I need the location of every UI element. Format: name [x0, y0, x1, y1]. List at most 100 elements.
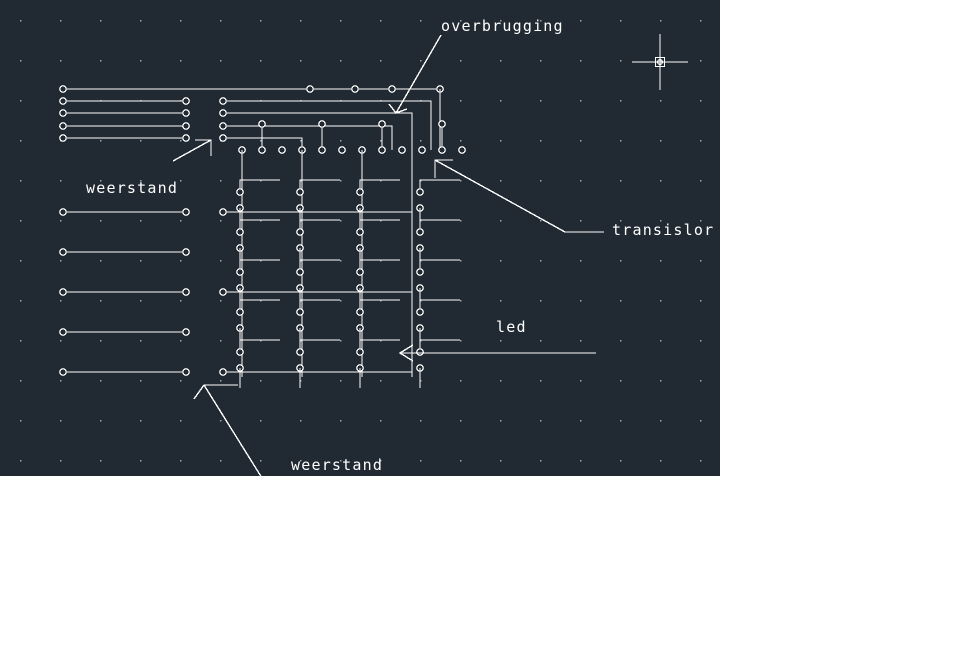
cell-terminal-a-3-2[interactable] — [416, 268, 424, 276]
col-terminal-10[interactable] — [438, 146, 446, 154]
grid-dots — [20, 20, 702, 462]
cell-stub-0-3 — [239, 299, 280, 312]
label-weerstand-top: weerstand — [86, 179, 178, 197]
col-terminal-4[interactable] — [318, 146, 326, 154]
label-weerstand-bottom: weerstand — [291, 456, 383, 474]
cell-terminal-a-2-3[interactable] — [356, 308, 364, 316]
crosshair-pickbox — [654, 56, 666, 68]
bus-row-3-terminal[interactable] — [219, 122, 227, 130]
bus-row-3 — [223, 125, 393, 150]
col-terminal-2[interactable] — [278, 146, 286, 154]
col-terminal-1[interactable] — [258, 146, 266, 154]
top-bus-node-3[interactable] — [388, 85, 396, 93]
cell-stub-3-0 — [419, 179, 460, 192]
top-bus-node-2[interactable] — [351, 85, 359, 93]
cell-terminal-a-0-3[interactable] — [236, 308, 244, 316]
cell-terminal-a-3-4[interactable] — [416, 348, 424, 356]
cell-terminal-a-0-1[interactable] — [236, 228, 244, 236]
res-l-7-terminal-right[interactable] — [182, 248, 190, 256]
cell-terminal-a-0-4[interactable] — [236, 348, 244, 356]
cell-terminal-a-1-4[interactable] — [296, 348, 304, 356]
cell-stub-3-1 — [419, 219, 460, 232]
res-l-5-terminal-left[interactable] — [59, 134, 67, 142]
res-l-5-terminal-right[interactable] — [182, 134, 190, 142]
cell-terminal-a-1-3[interactable] — [296, 308, 304, 316]
col-terminal-5[interactable] — [338, 146, 346, 154]
cell-terminal-a-2-0[interactable] — [356, 188, 364, 196]
bus-row-2-terminal[interactable] — [219, 109, 227, 117]
schematic-svg[interactable]: overbrugging weerstand transislor led weerst… — [0, 0, 720, 476]
res-l-9-terminal-left[interactable] — [59, 328, 67, 336]
cell-stub-0-4 — [239, 339, 280, 352]
leader-transistor — [434, 159, 604, 233]
cell-stub-0-2 — [239, 259, 280, 272]
cell-stub-2-4 — [359, 339, 400, 352]
col-lead-terminal-1[interactable] — [258, 120, 266, 128]
bus-row-4-terminal[interactable] — [219, 134, 227, 142]
cell-terminal-a-1-0[interactable] — [296, 188, 304, 196]
res-l-10-terminal-left[interactable] — [59, 368, 67, 376]
col-terminal-11[interactable] — [458, 146, 466, 154]
res-l-3-terminal-right[interactable] — [182, 109, 190, 117]
col-lead-terminal-7[interactable] — [378, 120, 386, 128]
cell-stub-1-3 — [299, 299, 340, 312]
label-overbrugging: overbrugging — [441, 17, 564, 35]
bus-row-1-terminal[interactable] — [219, 97, 227, 105]
leader-led-arrowhead — [398, 344, 414, 362]
cell-stub-2-1 — [359, 219, 400, 232]
res-l-4-terminal-left[interactable] — [59, 122, 67, 130]
label-led: led — [496, 318, 527, 336]
cell-terminal-a-2-1[interactable] — [356, 228, 364, 236]
cell-terminal-a-0-2[interactable] — [236, 268, 244, 276]
col-terminal-9[interactable] — [418, 146, 426, 154]
col-terminal-8[interactable] — [398, 146, 406, 154]
res-l-10-terminal-right[interactable] — [182, 368, 190, 376]
cell-stub-1-0 — [299, 179, 340, 192]
cell-terminal-a-3-0[interactable] — [416, 188, 424, 196]
col-lead-terminal-4[interactable] — [318, 120, 326, 128]
res-l-6-terminal-left[interactable] — [59, 208, 67, 216]
leader-transistor-arrowhead — [434, 159, 453, 178]
crosshair-cursor[interactable] — [632, 34, 688, 90]
cell-terminal-a-1-1[interactable] — [296, 228, 304, 236]
cell-terminal-a-0-0[interactable] — [236, 188, 244, 196]
top-bus-node-1[interactable] — [306, 85, 314, 93]
cell-stub-3-2 — [419, 259, 460, 272]
bus-row-2 — [223, 112, 413, 150]
row-bus-3-terminal[interactable] — [219, 368, 227, 376]
res-l-1-terminal-left[interactable] — [59, 85, 67, 93]
cell-terminal-a-3-3[interactable] — [416, 308, 424, 316]
cad-canvas[interactable]: overbrugging weerstand transislor led weerst… — [0, 0, 720, 476]
leader-weerstand-top-arrowhead — [195, 139, 212, 156]
cell-terminal-a-1-2[interactable] — [296, 268, 304, 276]
col-terminal-7[interactable] — [378, 146, 386, 154]
res-l-6-terminal-right[interactable] — [182, 208, 190, 216]
leader-overbrugging-arrowhead — [388, 103, 408, 114]
res-l-8-terminal-left[interactable] — [59, 288, 67, 296]
bus-row-4 — [223, 137, 303, 150]
bus-row-1 — [223, 100, 432, 150]
res-l-9-terminal-right[interactable] — [182, 328, 190, 336]
cell-terminal-a-2-4[interactable] — [356, 348, 364, 356]
label-transistor: transislor — [612, 221, 714, 239]
row-bus-2-terminal[interactable] — [219, 288, 227, 296]
res-l-7-terminal-left[interactable] — [59, 248, 67, 256]
res-l-2-terminal-left[interactable] — [59, 97, 67, 105]
cell-terminal-a-3-1[interactable] — [416, 228, 424, 236]
res-l-2-terminal-right[interactable] — [182, 97, 190, 105]
leader-weerstand-top — [172, 139, 212, 162]
cell-stub-1-4 — [299, 339, 340, 352]
cell-stub-2-0 — [359, 179, 400, 192]
cell-terminal-a-2-2[interactable] — [356, 268, 364, 276]
row-bus-1-terminal[interactable] — [219, 208, 227, 216]
res-l-3-terminal-left[interactable] — [59, 109, 67, 117]
cell-stub-3-4 — [419, 339, 460, 352]
cell-stub-1-1 — [299, 219, 340, 232]
res-l-4-terminal-right[interactable] — [182, 122, 190, 130]
cell-stub-1-2 — [299, 259, 340, 272]
leader-overbrugging — [395, 34, 442, 114]
cell-stub-0-0 — [239, 179, 280, 192]
res-l-8-terminal-right[interactable] — [182, 288, 190, 296]
col-lead-terminal-10[interactable] — [438, 120, 446, 128]
cell-stub-3-3 — [419, 299, 460, 312]
